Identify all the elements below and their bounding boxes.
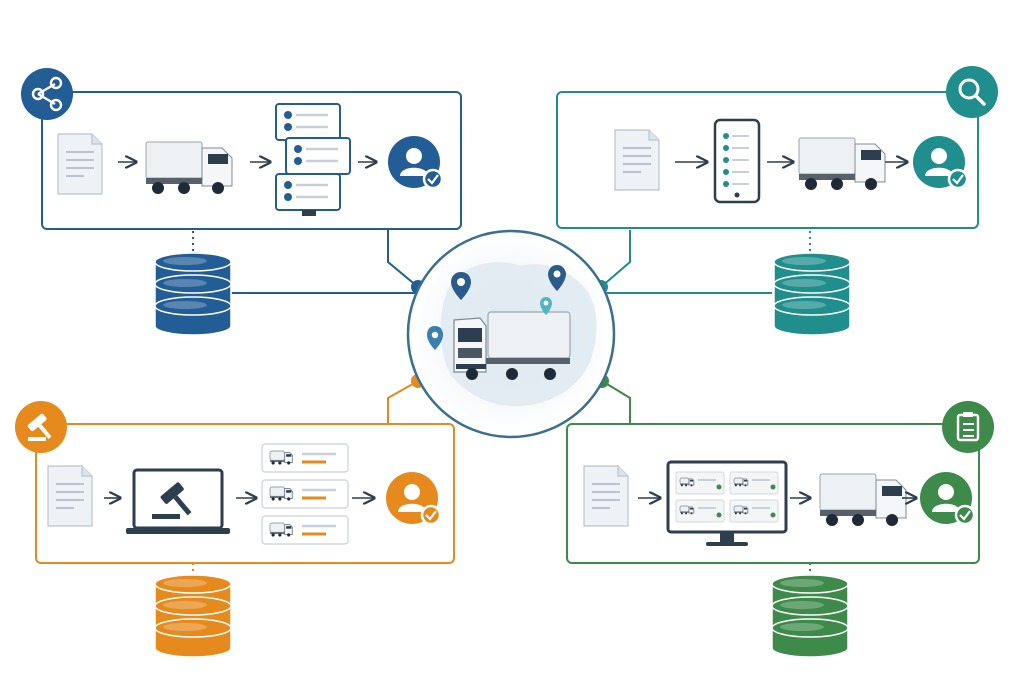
connector-green — [601, 380, 631, 424]
connector-blue — [387, 230, 419, 288]
truck-icon — [145, 141, 233, 194]
truck-list-icon — [261, 443, 349, 545]
truck-icon — [819, 473, 907, 526]
database-icon — [154, 252, 232, 336]
verified-user-icon — [920, 472, 976, 526]
mobile-phone-icon — [713, 118, 761, 204]
verified-user-icon — [913, 136, 969, 190]
database-icon — [771, 574, 849, 658]
laptop-gavel-icon — [126, 468, 230, 534]
gavel-icon — [15, 401, 67, 453]
map-pin-icon — [548, 265, 566, 291]
database-icon — [773, 252, 851, 336]
clipboard-list-icon — [942, 401, 994, 453]
stacked-screens-icon — [275, 103, 351, 216]
verified-user-icon — [388, 136, 444, 190]
map-pin-icon — [427, 326, 443, 350]
monitor-dashboard-icon — [666, 460, 788, 546]
database-layer — [154, 252, 851, 658]
hub-truck-icon — [453, 311, 571, 380]
map-pin-icon — [451, 272, 471, 300]
panel-clipboard-content — [583, 460, 976, 546]
panel-auction-content — [47, 443, 442, 545]
truck-icon — [798, 137, 886, 190]
connector-teal — [600, 230, 631, 288]
panel-badges — [15, 66, 998, 453]
panel-share-frame — [41, 91, 462, 230]
search-icon — [946, 66, 998, 118]
map-pin-icon — [540, 297, 552, 315]
verified-user-icon — [386, 472, 442, 526]
document-icon — [614, 129, 660, 191]
document-icon — [583, 465, 629, 527]
connector-orange — [387, 380, 419, 424]
panel-share-content — [57, 103, 444, 216]
share-network-icon — [21, 68, 73, 120]
database-icon — [154, 574, 232, 658]
panel-search-frame — [556, 91, 979, 229]
panel-contents — [47, 103, 976, 546]
panel-search-content — [614, 118, 969, 204]
central-hub — [406, 229, 616, 439]
document-icon — [57, 133, 103, 195]
document-icon — [47, 465, 93, 527]
